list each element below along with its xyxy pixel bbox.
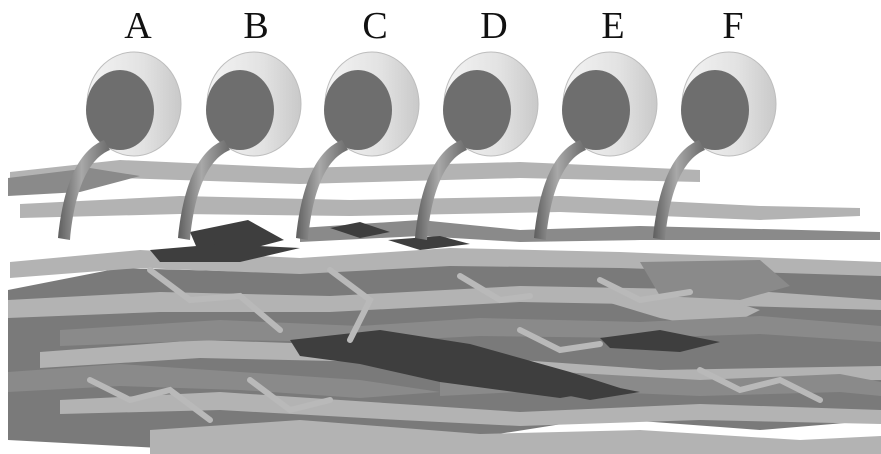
label-b: B — [226, 6, 286, 46]
cylinder-reservoir — [681, 52, 776, 156]
label-f: F — [703, 6, 763, 46]
label-a: A — [108, 6, 168, 46]
label-e: E — [583, 6, 643, 46]
cylinder-reservoir — [206, 52, 301, 156]
cylinder-reservoir — [324, 52, 419, 156]
outflow-tube — [653, 140, 705, 240]
label-d: D — [464, 6, 524, 46]
cylinder-reservoir — [443, 52, 538, 156]
cylinder-reservoir — [86, 52, 181, 156]
cylinder-reservoir — [562, 52, 657, 156]
outflow-tube — [534, 140, 586, 240]
label-c: C — [345, 6, 405, 46]
outflow-tube — [296, 140, 348, 240]
vessel-network — [8, 160, 881, 454]
outflow-tube — [178, 140, 230, 240]
